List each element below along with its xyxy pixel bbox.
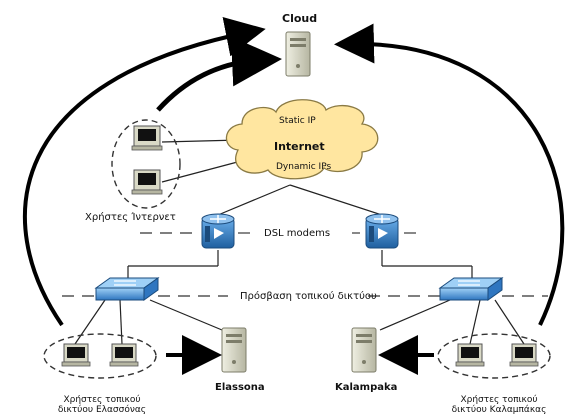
local-users-kalampaka-label: Χρήστες τοπικού δικτύου Καλαμπάκας (451, 395, 547, 415)
workstation-icon (109, 343, 139, 367)
network-switch-icon (94, 277, 160, 301)
dynamic-ips-label: Dynamic IPs (276, 162, 332, 172)
arrow-kalampaka-to-cloud (334, 23, 565, 326)
internet-cloud-icon (225, 99, 379, 180)
cloud-server-icon (285, 31, 311, 77)
workstation-icon (455, 343, 485, 367)
workstation-icon (131, 169, 163, 195)
dashed-separators (62, 232, 548, 297)
internet-label: Internet (274, 140, 325, 153)
static-ip-label: Static IP (279, 116, 316, 126)
local-users-elassona-label: Χρήστες τοπικού δικτύου Ελασσόνας (57, 395, 147, 415)
internet-users-label: Χρήστες Ίντερνετ (85, 212, 176, 223)
cloud-label: Cloud (282, 12, 318, 25)
network-switch-icon (438, 277, 504, 301)
kalampaka-server-icon (351, 327, 377, 373)
arrow-elassona-to-cloud (23, 17, 266, 327)
arrow-internet-users-to-cloud (156, 36, 282, 112)
elassona-server-icon (221, 327, 247, 373)
local-access-label: Πρόσβαση τοπικού δικτύου (240, 291, 377, 302)
elassona-label: Elassona (215, 382, 265, 393)
dsl-router-icon (365, 213, 399, 249)
workstation-icon (509, 343, 539, 367)
dsl-router-icon (201, 213, 235, 249)
kalampaka-label: Kalampaka (335, 382, 398, 393)
user-group-outlines (43, 119, 551, 379)
workstation-icon (61, 343, 91, 367)
workstation-icon (131, 125, 163, 151)
dsl-modems-label: DSL modems (264, 228, 331, 239)
